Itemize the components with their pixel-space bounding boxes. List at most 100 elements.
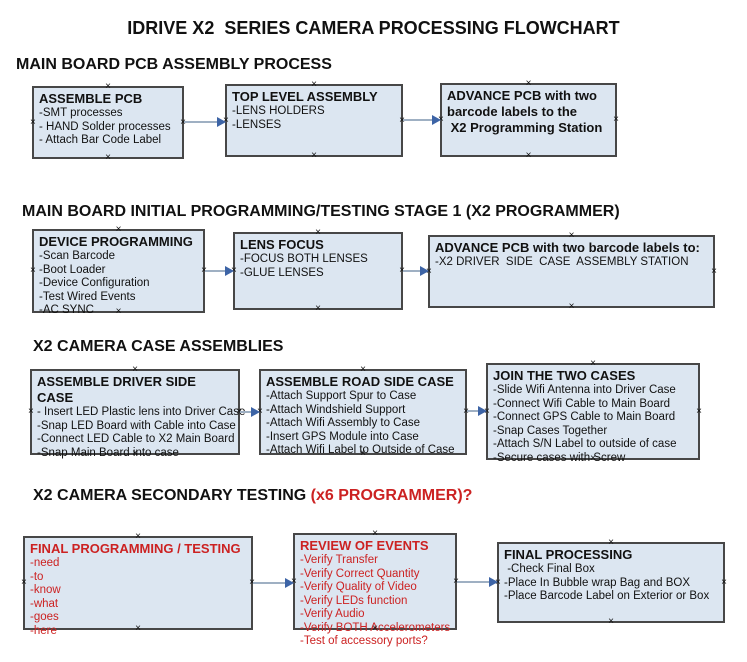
box-item: -LENSES bbox=[232, 118, 282, 131]
box-item: -Connect LED Cable to X2 Main Board bbox=[37, 433, 235, 445]
box-item: -Attach Wifi Label to Outside of Case bbox=[266, 444, 455, 456]
connection-handle-icon: × bbox=[525, 150, 532, 161]
connection-handle-icon: × bbox=[568, 301, 575, 312]
flow-box-assemble-driver-side-case: ASSEMBLE DRIVER SIDE CASE - Insert LED P… bbox=[28, 365, 246, 459]
box-title: LENS FOCUS bbox=[240, 237, 324, 252]
connection-handle-icon: × bbox=[608, 537, 614, 548]
connection-handle-icon: × bbox=[132, 364, 138, 375]
box-title: ADVANCE PCB with two barcode labels to t… bbox=[447, 88, 603, 135]
box-title: ASSEMBLE DRIVER SIDE CASE bbox=[37, 374, 200, 405]
flow-box-device-programming: DEVICE PROGRAMMING -Scan Barcode -Boot L… bbox=[30, 225, 207, 317]
connection-handle-icon: × bbox=[21, 577, 27, 588]
connection-handle-icon: × bbox=[201, 266, 207, 276]
box-item: -Connect GPS Cable to Main Board bbox=[493, 411, 676, 423]
connection-handle-icon: × bbox=[132, 448, 138, 459]
connection-handle-icon: × bbox=[30, 265, 36, 276]
box-item: -Check Final Box bbox=[504, 563, 595, 575]
box-item: -what bbox=[30, 597, 59, 610]
box-item: -Verify Audio bbox=[300, 608, 365, 620]
flow-box-assemble-road-side-case: ASSEMBLE ROAD SIDE CASE -Attach Support … bbox=[257, 365, 469, 459]
box-title: TOP LEVEL ASSEMBLY bbox=[232, 89, 378, 104]
box-item: -Verify BOTH Accelerometers bbox=[300, 621, 451, 634]
flow-box-final-processing: FINAL PROCESSING -Check Final Box -Place… bbox=[495, 538, 727, 627]
connection-handle-icon: × bbox=[372, 623, 378, 634]
box-item: -need bbox=[30, 557, 60, 569]
connection-handle-icon: × bbox=[30, 116, 36, 128]
connection-handle-icon: × bbox=[590, 453, 596, 464]
connection-handle-icon: × bbox=[135, 531, 141, 542]
box-item: -GLUE LENSES bbox=[240, 266, 324, 279]
connection-handle-icon: × bbox=[453, 576, 459, 587]
box-item: -Snap Main Board into case bbox=[37, 446, 179, 459]
box-title: ASSEMBLE ROAD SIDE CASE bbox=[266, 374, 454, 389]
box-title: FINAL PROCESSING bbox=[504, 547, 633, 562]
connection-handle-icon: × bbox=[249, 578, 255, 588]
box-item: -Place Barcode Label on Exterior or Box bbox=[504, 590, 710, 602]
connection-handle-icon: × bbox=[236, 407, 242, 417]
box-item: -Boot Loader bbox=[39, 263, 106, 276]
connection-handle-icon: × bbox=[399, 266, 405, 276]
connection-handle-icon: × bbox=[711, 265, 717, 277]
box-item: -AC SYNC bbox=[39, 304, 94, 316]
section-heading-pcb-assembly: MAIN BOARD PCB ASSEMBLY PROCESS bbox=[16, 56, 332, 73]
box-item: -X2 DRIVER SIDE CASE ASSEMBLY STATION bbox=[435, 256, 689, 268]
section-heading-case-assemblies: X2 CAMERA CASE ASSEMBLIES bbox=[33, 338, 284, 355]
box-item: -Snap LED Board with Cable into Case bbox=[37, 419, 236, 432]
box-item: -Connect Wifi Cable to Main Board bbox=[493, 397, 671, 410]
connection-handle-icon: × bbox=[360, 448, 366, 459]
flow-box-review-of-events: REVIEW OF EVENTS -Verify Transfer -Verif… bbox=[291, 529, 459, 648]
connection-handle-icon: × bbox=[463, 407, 469, 417]
flow-arrow bbox=[184, 117, 226, 127]
connection-handle-icon: × bbox=[115, 306, 122, 317]
connection-handle-icon: × bbox=[696, 405, 702, 417]
section-heading-secondary-testing: X2 CAMERA SECONDARY TESTING (x6 PROGRAMM… bbox=[33, 487, 472, 505]
connection-handle-icon: × bbox=[608, 616, 614, 627]
connection-handle-icon: × bbox=[613, 114, 619, 125]
box-title: JOIN THE TWO CASES bbox=[493, 368, 636, 383]
box-item: -Snap Cases Together bbox=[493, 424, 608, 437]
flow-box-lens-focus: LENS FOCUS -FOCUS BOTH LENSES -GLUE LENS… bbox=[231, 228, 405, 314]
box-item: -FOCUS BOTH LENSES bbox=[240, 253, 368, 265]
box-item: -here bbox=[30, 624, 57, 637]
box-item: -SMT processes bbox=[39, 107, 123, 119]
flow-box-assemble-pcb: ASSEMBLE PCB -SMT processes - HAND Solde… bbox=[30, 82, 186, 163]
box-item: -Place In Bubble wrap Bag and BOX bbox=[504, 576, 691, 589]
section-heading-black-part: X2 CAMERA SECONDARY TESTING bbox=[33, 487, 311, 504]
box-item: -Verify Transfer bbox=[300, 554, 378, 566]
box-item: - HAND Solder processes bbox=[39, 120, 171, 133]
box-item: -Attach Support Spur to Case bbox=[266, 390, 417, 402]
connection-handle-icon: × bbox=[360, 364, 366, 375]
box-item: - Insert LED Plastic lens into Driver Ca… bbox=[37, 406, 246, 418]
box-title: DEVICE PROGRAMMING bbox=[39, 234, 193, 249]
flow-arrow bbox=[403, 115, 441, 125]
flow-arrow bbox=[403, 266, 429, 276]
box-item: -Verify Correct Quantity bbox=[300, 567, 420, 580]
connection-handle-icon: × bbox=[721, 576, 727, 588]
connection-handle-icon: × bbox=[311, 150, 317, 161]
section-heading-red-part: (x6 PROGRAMMER)? bbox=[310, 487, 473, 504]
box-item: -Test Wired Events bbox=[39, 290, 136, 303]
box-item: -Attach Wifi Assembly to Case bbox=[266, 417, 421, 429]
box-title: ASSEMBLE PCB bbox=[39, 91, 143, 106]
page-title: IDRIVE X2 SERIES CAMERA PROCESSING FLOWC… bbox=[127, 18, 620, 38]
box-title: FINAL PROGRAMMING / TESTING bbox=[30, 541, 241, 556]
connection-handle-icon: × bbox=[372, 528, 378, 539]
connection-handle-icon: × bbox=[28, 406, 34, 417]
box-title: ADVANCE PCB with two barcode labels to: bbox=[435, 240, 700, 255]
connection-handle-icon: × bbox=[525, 78, 532, 89]
box-item: -Test of accessory ports? bbox=[300, 635, 428, 647]
box-item: -Verify LEDs function bbox=[300, 594, 408, 607]
box-item: - Attach Bar Code Label bbox=[39, 134, 162, 146]
flow-box-advance-pcb-programming-station: ADVANCE PCB with two barcode labels to t… bbox=[438, 79, 619, 161]
connection-handle-icon: × bbox=[115, 224, 122, 235]
connection-handle-icon: × bbox=[180, 117, 186, 128]
box-item: -Insert GPS Module into Case bbox=[266, 430, 419, 443]
flow-arrow bbox=[253, 578, 294, 588]
connection-handle-icon: × bbox=[105, 152, 111, 163]
flow-arrow bbox=[240, 407, 260, 417]
box-item: -to bbox=[30, 570, 44, 583]
box-item: -Attach S/N Label to outside of case bbox=[493, 438, 677, 450]
box-item: -Slide Wifi Antenna into Driver Case bbox=[493, 384, 676, 396]
flow-box-top-level-assembly: TOP LEVEL ASSEMBLY -LENS HOLDERS -LENSES… bbox=[223, 80, 405, 161]
section-heading-initial-programming: MAIN BOARD INITIAL PROGRAMMING/TESTING S… bbox=[22, 203, 620, 220]
